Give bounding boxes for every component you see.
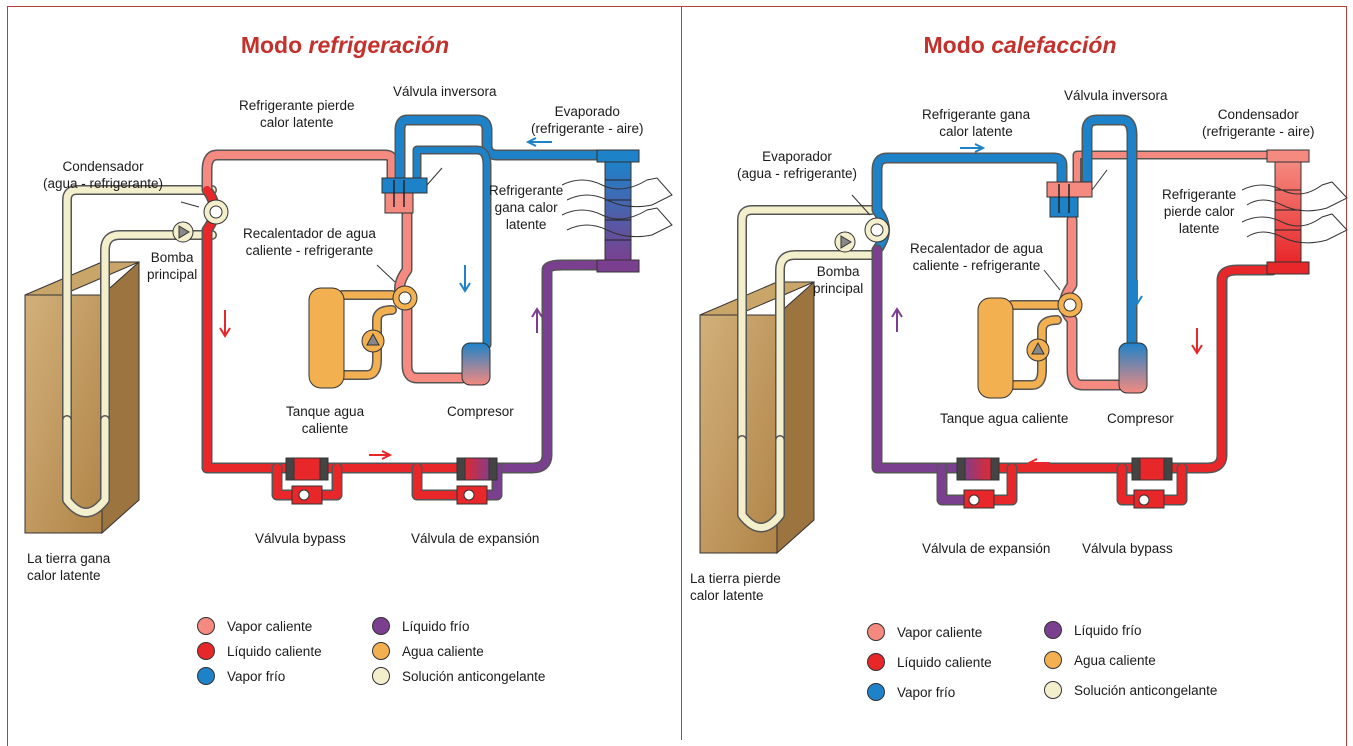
heating-title-mode: calefacción — [991, 32, 1117, 58]
legend-item: Vapor caliente — [867, 623, 982, 641]
legend-item: Agua caliente — [1044, 651, 1156, 669]
legend-item: Vapor caliente — [197, 617, 312, 635]
legend-item: Solución anticongelante — [372, 667, 545, 685]
label-evaporado: Evaporado(refrigerante - aire) — [531, 104, 644, 136]
heating-diagram — [699, 114, 1348, 555]
hot-water-tank — [308, 287, 345, 389]
panel-divider — [681, 6, 682, 740]
cooling-diagram — [24, 114, 673, 535]
bypass-valve — [285, 457, 329, 505]
diagram-frame — [7, 6, 1347, 746]
label-valvula-expansion: Válvula de expansión — [922, 541, 1051, 556]
label-valvula-bypass: Válvula bypass — [1082, 541, 1173, 556]
label-condensador: Condensador(refrigerante - aire) — [1202, 107, 1315, 139]
legend-swatch — [867, 683, 885, 701]
legend-item: Líquido frío — [1044, 621, 1142, 639]
legend-item: Agua caliente — [372, 642, 484, 660]
desuperheater — [1057, 292, 1083, 318]
cooling-title-mode: refrigeración — [308, 32, 450, 58]
main-pump — [172, 221, 194, 243]
legend-swatch — [867, 623, 885, 641]
water-pump — [361, 329, 385, 353]
cooling-title: Modo refrigeración — [240, 32, 450, 58]
refrigerant-circuit — [871, 114, 1278, 506]
label-tanque: Tanque agua caliente — [940, 411, 1069, 426]
label-valvula-expansion: Válvula de expansión — [411, 531, 540, 546]
legend-item: Vapor frío — [867, 683, 955, 701]
legend-item: Líquido caliente — [197, 642, 322, 660]
legend-swatch — [197, 642, 215, 660]
legend-item: Vapor frío — [197, 667, 285, 685]
air-coil — [1266, 149, 1310, 275]
air-coil — [596, 149, 640, 273]
legend-swatch — [372, 667, 390, 685]
legend-item: Líquido caliente — [867, 653, 992, 671]
label-valvula-inversora: Válvula inversora — [393, 84, 497, 99]
legend-swatch — [372, 642, 390, 660]
reversing-valve — [1046, 181, 1093, 218]
main-pump — [834, 231, 856, 253]
flow-arrows — [219, 137, 552, 460]
compressor — [461, 342, 491, 386]
air-flow-arrows — [561, 177, 673, 238]
refrigerant-circuit — [201, 114, 608, 501]
legend-swatch — [372, 617, 390, 635]
label-evaporador: Evaporador(agua - refrigerante) — [737, 149, 858, 181]
legend-item: Solución anticongelante — [1044, 681, 1217, 699]
reversing-valve — [381, 177, 428, 214]
ground-loop — [737, 205, 877, 533]
legend-swatch — [197, 667, 215, 685]
hot-water-tank — [977, 297, 1014, 399]
legend-swatch — [197, 617, 215, 635]
legend-item: Líquido frío — [372, 617, 470, 635]
ground-block — [24, 260, 140, 535]
leader-lines — [851, 169, 1108, 291]
legend-swatch — [1044, 651, 1062, 669]
legend-swatch — [1044, 621, 1062, 639]
expansion-valve — [956, 457, 1000, 509]
legend-swatch — [1044, 681, 1062, 699]
heating-title: Modo calefacción — [923, 32, 1117, 58]
evaporator-coil — [864, 217, 890, 243]
label-valvula-bypass: Válvula bypass — [255, 531, 346, 546]
water-pump — [1026, 338, 1050, 362]
ground-block — [699, 280, 815, 555]
air-flow-arrows — [1241, 181, 1348, 244]
ground-loop — [62, 185, 217, 518]
desuperheater — [392, 285, 418, 311]
expansion-valve — [456, 457, 498, 505]
label-condensador: Condensador(agua - refrigerante) — [43, 159, 164, 191]
label-compresor: Compresor — [447, 404, 514, 419]
condenser-coil — [203, 199, 229, 225]
label-valvula-inversora: Válvula inversora — [1064, 88, 1168, 103]
bypass-valve — [1131, 457, 1173, 509]
compressor — [1118, 342, 1148, 394]
leader-lines — [180, 167, 443, 283]
label-compresor: Compresor — [1107, 411, 1174, 426]
legend-swatch — [867, 653, 885, 671]
flow-arrows — [891, 143, 1203, 468]
